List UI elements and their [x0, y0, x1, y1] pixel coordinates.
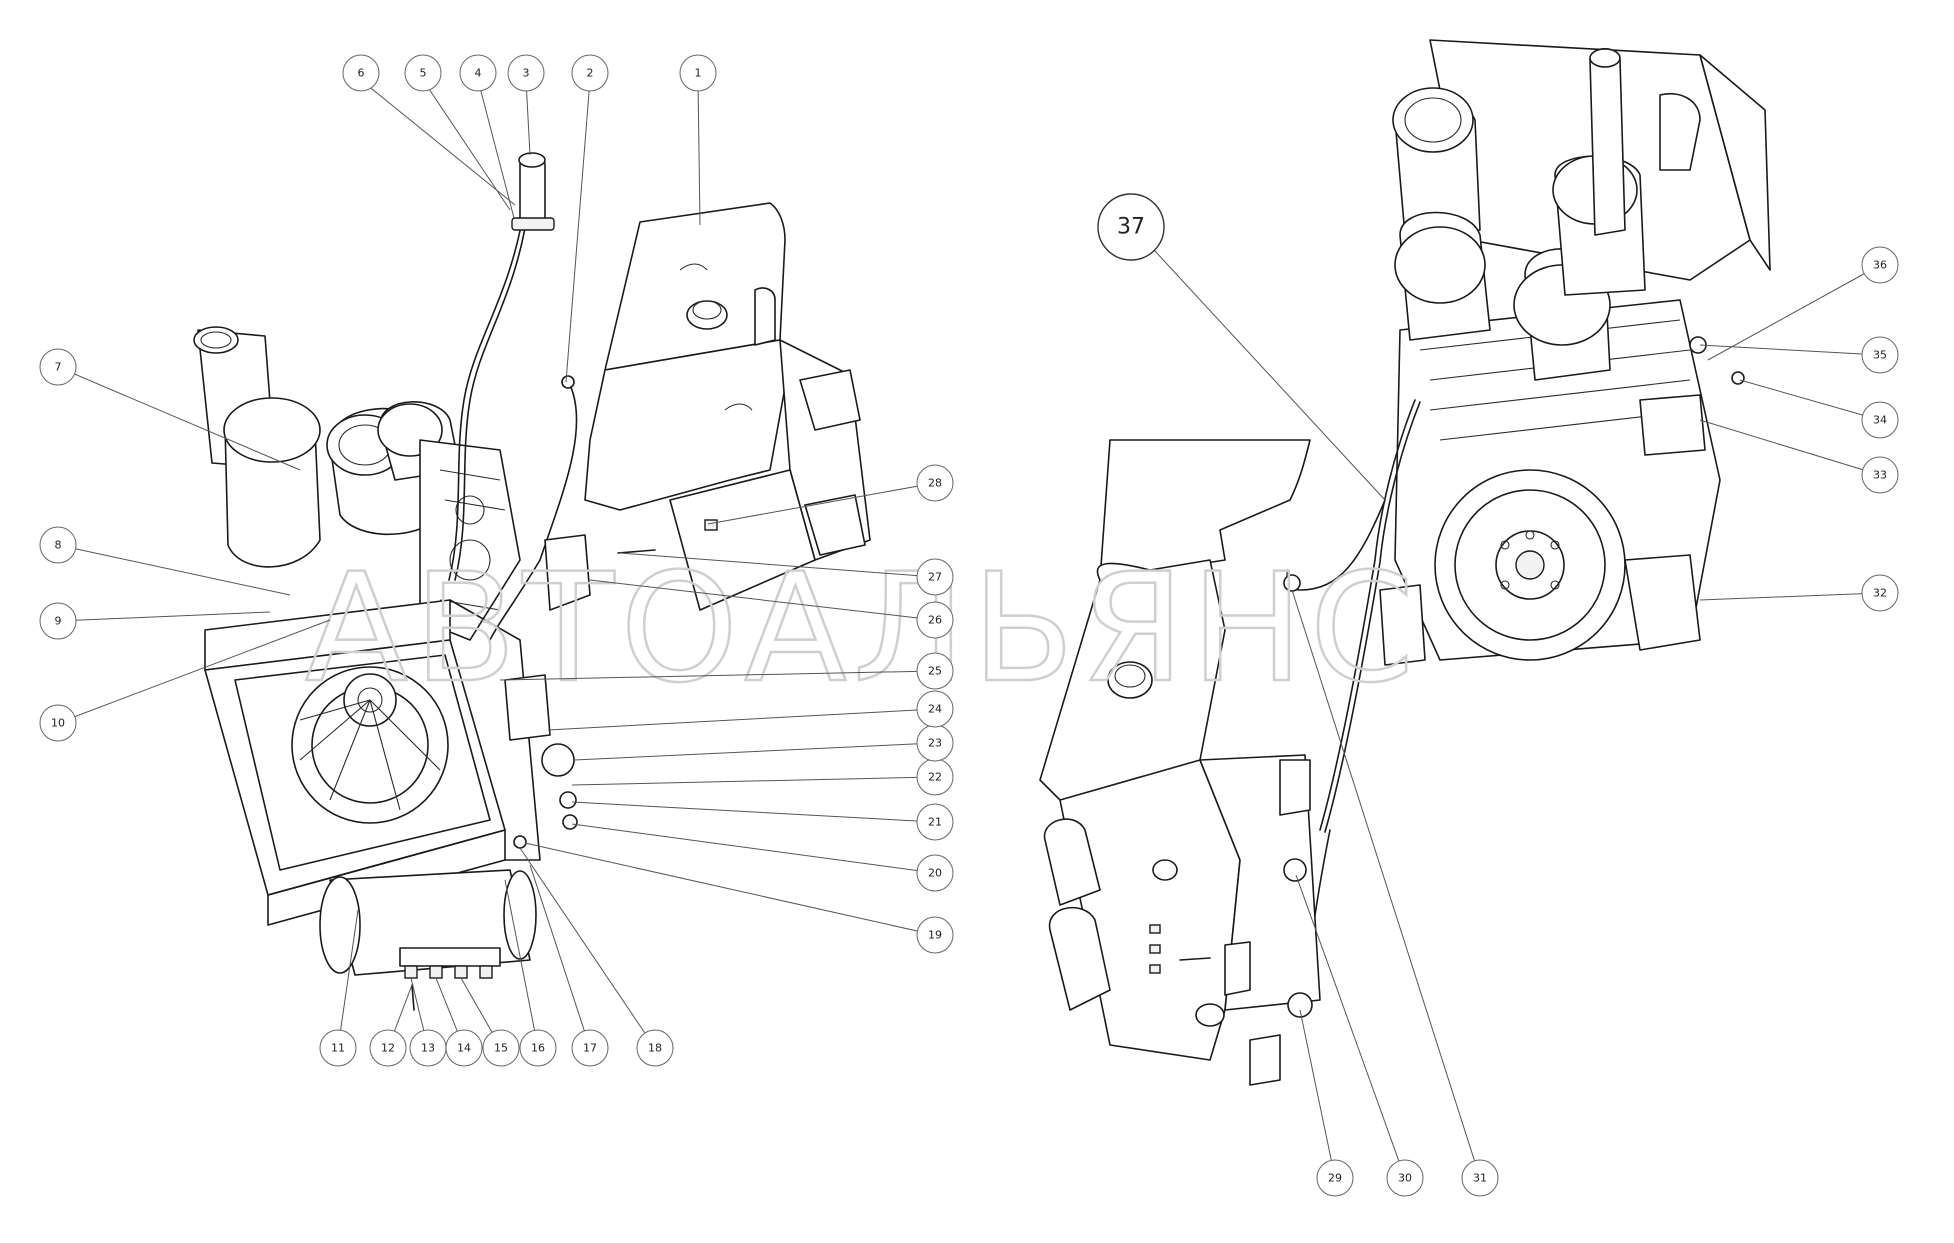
svg-text:2: 2 [587, 67, 594, 80]
brackets-left [504, 534, 591, 849]
svg-text:24: 24 [928, 703, 942, 716]
svg-text:27: 27 [928, 571, 942, 584]
svg-text:7: 7 [55, 361, 62, 374]
svg-text:30: 30 [1398, 1172, 1412, 1185]
svg-text:25: 25 [928, 665, 942, 678]
svg-text:28: 28 [928, 477, 942, 490]
svg-text:33: 33 [1873, 469, 1887, 482]
air-filters-right [1392, 47, 1701, 381]
svg-text:16: 16 [531, 1042, 545, 1055]
callout-3: 3 [507, 54, 545, 92]
callout-10: 10 [39, 704, 77, 742]
hose-lines-left [448, 209, 578, 641]
callout-19: 19 [916, 916, 954, 954]
fuel-tank-left [584, 202, 871, 611]
breather-pipe [511, 152, 555, 231]
callout-13: 13 [409, 1029, 447, 1067]
callout-21: 21 [916, 803, 954, 841]
svg-text:17: 17 [583, 1042, 597, 1055]
callout-26: 26 [916, 601, 954, 639]
svg-text:15: 15 [494, 1042, 508, 1055]
svg-text:8: 8 [55, 539, 62, 552]
callout-23: 23 [916, 724, 954, 762]
fuel-tank-right [1039, 439, 1321, 1086]
svg-text:5: 5 [420, 67, 427, 80]
callout-8: 8 [39, 526, 77, 564]
callout-5: 5 [404, 54, 442, 92]
svg-text:1: 1 [695, 67, 702, 80]
svg-text:10: 10 [51, 717, 65, 730]
svg-text:11: 11 [331, 1042, 345, 1055]
callout-9: 9 [39, 602, 77, 640]
callout-17: 17 [571, 1029, 609, 1067]
leader-lines [57, 79, 1881, 1179]
svg-text:3: 3 [523, 67, 530, 80]
callout-33: 33 [1861, 456, 1899, 494]
callout-35: 35 [1861, 336, 1899, 374]
callout-14: 14 [445, 1029, 483, 1067]
callout-2: 2 [571, 54, 609, 92]
callout-1: 1 [679, 54, 717, 92]
callout-20: 20 [916, 854, 954, 892]
callout-28: 28 [916, 464, 954, 502]
callout-27: 27 [916, 558, 954, 596]
svg-text:9: 9 [55, 615, 62, 628]
svg-text:21: 21 [928, 816, 942, 829]
watermark-text: АВТОАЛЬЯНС [305, 542, 1420, 716]
svg-text:6: 6 [358, 67, 365, 80]
svg-text:14: 14 [457, 1042, 471, 1055]
callout-31: 31 [1461, 1159, 1499, 1197]
svg-text:12: 12 [381, 1042, 395, 1055]
callout-30: 30 [1386, 1159, 1424, 1197]
callout-balloons: 1 2 3 4 5 6 7 8 9 10 11 12 13 14 15 16 1… [39, 54, 1899, 1197]
callout-6: 6 [342, 54, 380, 92]
svg-text:36: 36 [1873, 259, 1887, 272]
callout-4: 4 [459, 54, 497, 92]
callout-32: 32 [1861, 574, 1899, 612]
svg-text:20: 20 [928, 867, 942, 880]
engine-mounts-right [1283, 336, 1745, 1018]
svg-text:31: 31 [1473, 1172, 1487, 1185]
left-assembly-view [193, 152, 871, 1011]
svg-text:35: 35 [1873, 349, 1887, 362]
callout-37: 37 [1097, 193, 1165, 261]
callout-12: 12 [369, 1029, 407, 1067]
right-assembly-view [1039, 39, 1771, 1086]
muffler-left [193, 326, 321, 568]
callout-29: 29 [1316, 1159, 1354, 1197]
callout-15: 15 [482, 1029, 520, 1067]
svg-text:19: 19 [928, 929, 942, 942]
callout-34: 34 [1861, 401, 1899, 439]
engine-block-left [419, 439, 521, 641]
svg-text:37: 37 [1117, 215, 1145, 240]
svg-text:29: 29 [1328, 1172, 1342, 1185]
radiator-frame [204, 599, 541, 926]
callout-11: 11 [319, 1029, 357, 1067]
svg-text:4: 4 [475, 67, 482, 80]
svg-text:34: 34 [1873, 414, 1887, 427]
callout-7: 7 [39, 348, 77, 386]
svg-text:32: 32 [1873, 587, 1887, 600]
callout-25: 25 [916, 652, 954, 690]
svg-text:26: 26 [928, 614, 942, 627]
callout-36: 36 [1861, 246, 1899, 284]
svg-text:13: 13 [421, 1042, 435, 1055]
svg-text:23: 23 [928, 737, 942, 750]
callout-24: 24 [916, 690, 954, 728]
callout-22: 22 [916, 758, 954, 796]
svg-text:18: 18 [648, 1042, 662, 1055]
svg-text:22: 22 [928, 771, 942, 784]
callout-16: 16 [519, 1029, 557, 1067]
callout-18: 18 [636, 1029, 674, 1067]
lower-cylinder [319, 869, 537, 1011]
